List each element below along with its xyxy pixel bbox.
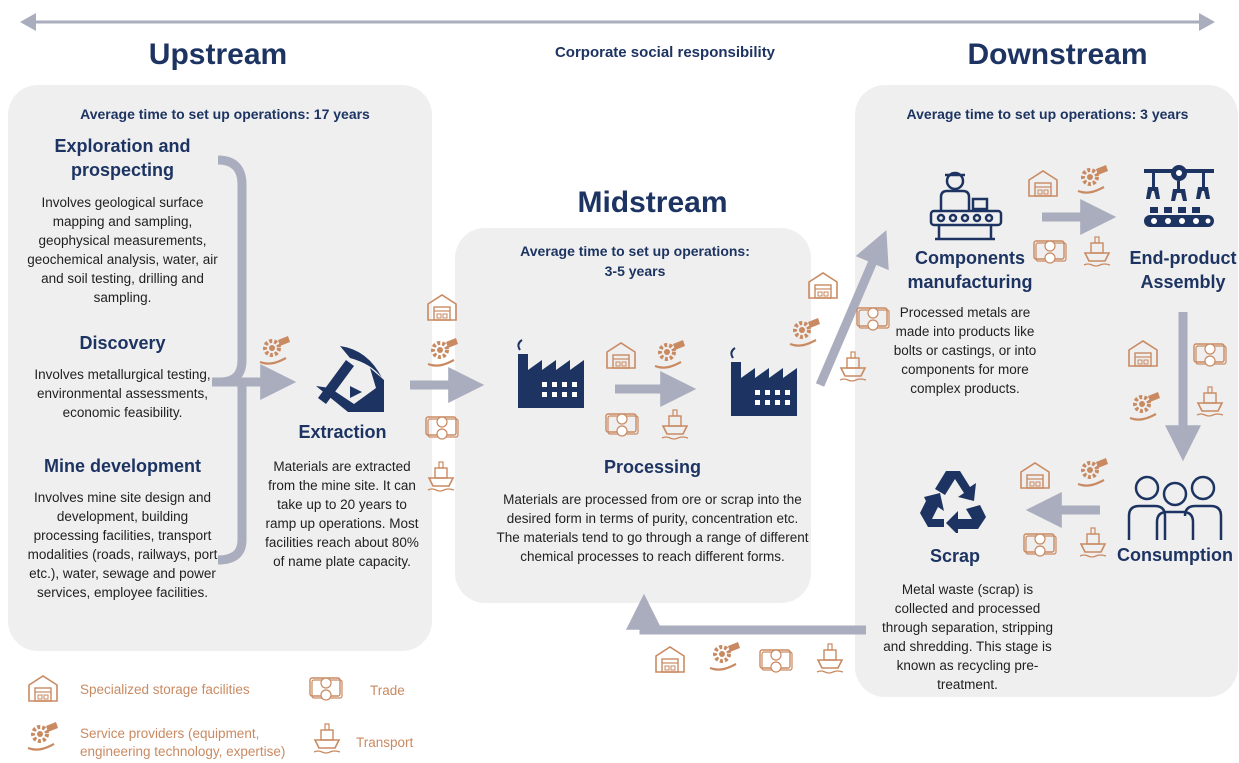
legend-storage-label: Specialized storage facilities (80, 682, 250, 697)
exploration-title: Exploration and prospecting (54, 136, 191, 180)
csr-double-arrow (20, 13, 1215, 31)
gear-hand-icon (426, 336, 460, 368)
midstream-heading: Midstream (577, 186, 728, 219)
pickaxe-icon (310, 340, 386, 412)
mine-development-title: Mine development (43, 456, 202, 476)
extraction-title: Extraction (298, 422, 387, 442)
storage-icon (606, 342, 636, 369)
factory-icon-2 (725, 346, 803, 418)
gear-hand-icon (708, 640, 742, 672)
robotic-assembly-icon (1140, 163, 1220, 237)
consumption-title: Consumption (1117, 545, 1233, 565)
legend-service-label: Service providers (equipment, engineerin… (80, 726, 286, 759)
legend-storage-icon (28, 675, 58, 702)
ship-icon (816, 643, 844, 674)
legend-transport-label: Transport (356, 735, 414, 750)
mine-development-body: Involves mine site design and developmen… (27, 490, 218, 600)
upstream-heading: Upstream (148, 38, 288, 71)
discovery-title: Discovery (79, 333, 166, 353)
assembly-title: End-product Assembly (1129, 248, 1237, 292)
money-icon (1023, 533, 1057, 557)
gear-hand-icon (788, 316, 822, 348)
scrap-body: Metal waste (scrap) is collected and pro… (881, 582, 1054, 692)
gear-hand-icon (1128, 390, 1162, 422)
discovery-body: Involves metallurgical testing, environm… (34, 367, 211, 420)
legend-gear-icon (26, 720, 60, 752)
processing-title: Processing (603, 457, 702, 477)
money-icon (1033, 240, 1067, 264)
people-icon (1125, 470, 1225, 542)
storage-icon (1128, 340, 1158, 367)
gear-hand-icon (653, 338, 687, 370)
downstream-heading: Downstream (967, 38, 1148, 71)
scrap-title: Scrap (929, 546, 981, 566)
arrow-scrap-processing (626, 593, 866, 635)
midstream-time-line2: 3-5 years (604, 263, 666, 279)
arrow-to-components (815, 230, 889, 387)
components-title: Components manufacturing (907, 248, 1033, 292)
legend-money-icon (309, 677, 343, 701)
storage-icon (427, 294, 457, 321)
ship-icon (1079, 527, 1107, 558)
storage-icon (1020, 462, 1050, 489)
ship-icon (839, 351, 867, 382)
csr-label: Corporate social responsibility (554, 44, 776, 61)
upstream-time: Average time to set up operations: 17 ye… (80, 106, 370, 122)
recycle-icon (918, 467, 988, 535)
gear-hand-icon (1076, 456, 1110, 488)
legend-ship-icon (313, 723, 341, 754)
money-icon (759, 649, 793, 673)
ship-icon (1196, 386, 1224, 417)
money-icon (856, 307, 890, 331)
factory-icon (512, 338, 590, 410)
legend-trade-label: Trade (370, 683, 405, 698)
downstream-time: Average time to set up operations: 3 yea… (906, 106, 1189, 122)
ship-icon (661, 409, 689, 440)
storage-icon (655, 646, 685, 673)
ship-icon (427, 461, 455, 492)
midstream-time-line1: Average time to set up operations: (520, 243, 750, 259)
gear-hand-icon (258, 334, 292, 366)
money-icon (605, 413, 639, 437)
storage-icon (808, 272, 838, 299)
extraction-body: Materials are extracted from the mine si… (265, 459, 419, 569)
ship-icon (1083, 236, 1111, 267)
money-icon (1193, 343, 1227, 367)
exploration-body: Involves geological surface mapping and … (27, 195, 218, 305)
worker-icon (925, 165, 1005, 243)
gear-hand-icon (1076, 163, 1110, 195)
storage-icon (1028, 170, 1058, 197)
components-body: Processed metals are made into products … (893, 305, 1037, 396)
money-icon (425, 416, 459, 440)
processing-body: Materials are processed from ore or scra… (496, 492, 809, 564)
